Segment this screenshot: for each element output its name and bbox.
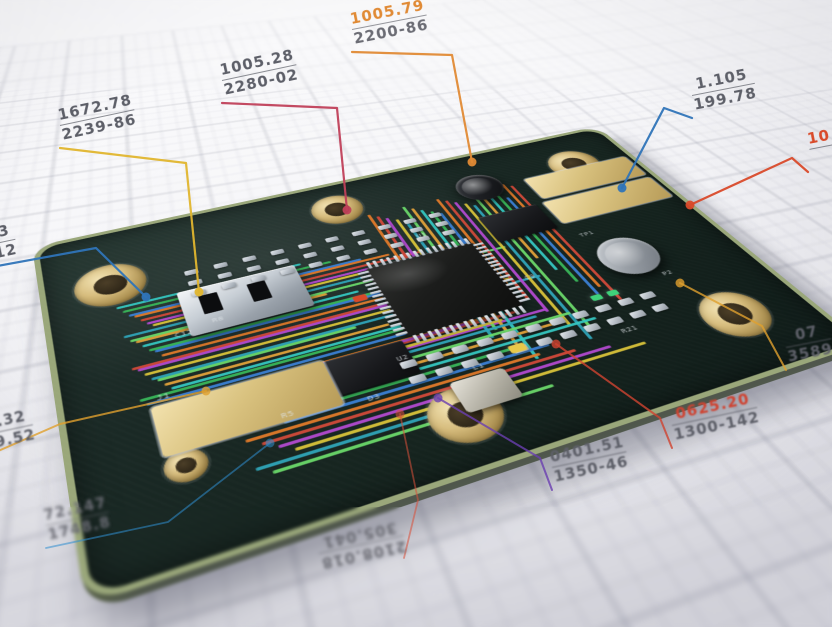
- copper-trace: [272, 383, 555, 475]
- copper-trace: [261, 348, 577, 446]
- copper-trace: [267, 347, 515, 422]
- copper-trace: [139, 322, 422, 402]
- chip-lead: [518, 297, 531, 303]
- chip-lead: [426, 330, 436, 340]
- copper-trace: [235, 320, 563, 417]
- copper-trace: [272, 311, 572, 399]
- status-led: [507, 342, 529, 354]
- copper-trace: [137, 279, 481, 372]
- chip-lead: [376, 301, 390, 307]
- copper-trace: [245, 352, 542, 443]
- copper-trace: [251, 316, 597, 419]
- copper-trace: [146, 319, 454, 407]
- copper-trace: [153, 316, 486, 412]
- silkscreen-text: R5: [279, 409, 296, 421]
- copper-trace: [255, 388, 518, 472]
- chip-lead: [381, 309, 395, 315]
- copper-trace: [294, 341, 647, 452]
- chip-lead: [514, 293, 527, 299]
- smd-passive: [485, 350, 506, 362]
- copper-trace: [148, 287, 391, 352]
- silkscreen-text: C12: [173, 328, 194, 340]
- chip-lead: [441, 326, 450, 335]
- copper-trace: [131, 284, 452, 371]
- smd-passive: [650, 302, 670, 313]
- smd-passive: [535, 336, 555, 347]
- mounting-hole: [415, 379, 518, 453]
- smd-passive: [571, 309, 590, 320]
- smd-passive: [628, 309, 648, 319]
- chip-lead: [374, 297, 387, 303]
- annotation-label: 10: [806, 126, 832, 152]
- chip-lead: [462, 320, 472, 329]
- smd-passive: [450, 344, 470, 355]
- inductor: [448, 367, 524, 414]
- copper-trace: [157, 325, 357, 382]
- solder-mask-texture: [32, 126, 832, 606]
- smd-passive: [460, 358, 480, 369]
- copper-trace: [226, 322, 469, 392]
- mounting-hole: [160, 443, 213, 488]
- chip-lead: [384, 313, 397, 319]
- chip-lead: [518, 305, 527, 314]
- chip-lead: [490, 312, 500, 322]
- copper-trace: [164, 322, 390, 386]
- silkscreen-text: R21: [619, 324, 640, 335]
- smd-passive: [582, 322, 602, 333]
- copper-trace: [278, 345, 612, 449]
- copper-trace: [142, 290, 360, 348]
- smd-passive: [559, 329, 579, 340]
- status-led: [351, 293, 369, 303]
- silkscreen-text: J1: [155, 391, 171, 403]
- smd-passive: [434, 365, 454, 377]
- chip-lead: [412, 334, 421, 344]
- chip-lead: [483, 314, 493, 323]
- smd-passive: [605, 315, 625, 326]
- silkscreen-text: D3: [366, 392, 383, 403]
- status-led: [589, 293, 604, 302]
- chip-lead: [394, 330, 408, 337]
- mounting-hole: [684, 285, 787, 345]
- silkscreen-text: L1: [470, 361, 487, 372]
- copper-trace: [154, 282, 420, 353]
- smd-passive: [475, 336, 495, 348]
- smd-passive: [510, 343, 530, 354]
